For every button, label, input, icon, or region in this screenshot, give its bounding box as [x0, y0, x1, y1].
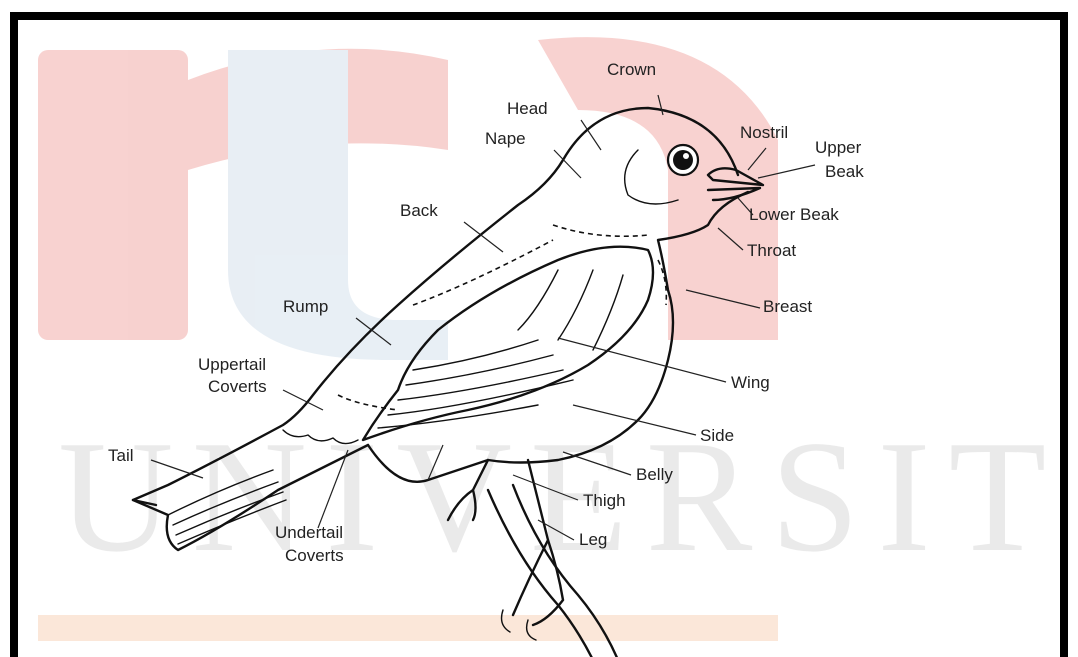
label-side: Side	[700, 426, 734, 445]
label-upper-beak-2: Beak	[825, 162, 864, 181]
label-undertail-1: Undertail	[275, 523, 343, 542]
leader-wing	[558, 338, 726, 382]
label-uppertail-1: Uppertail	[198, 355, 266, 374]
label-leg: Leg	[579, 530, 607, 549]
label-belly: Belly	[636, 465, 673, 484]
watermark-orange-bar	[38, 615, 778, 641]
leader-back	[464, 222, 503, 252]
label-lower-beak: Lower Beak	[749, 205, 839, 224]
label-nostril: Nostril	[740, 123, 788, 142]
eye-pupil	[673, 150, 693, 170]
label-upper-beak-1: Upper	[815, 138, 862, 157]
label-back: Back	[400, 201, 438, 220]
label-throat: Throat	[747, 241, 796, 260]
watermark: UNIVERSITI	[38, 37, 1060, 641]
eye-highlight	[683, 153, 689, 159]
label-rump: Rump	[283, 297, 328, 316]
watermark-red-bar	[38, 50, 188, 340]
nape-dash	[553, 225, 648, 236]
label-wing: Wing	[731, 373, 770, 392]
label-undertail-2: Coverts	[285, 546, 344, 565]
label-tail: Tail	[108, 446, 134, 465]
label-head: Head	[507, 99, 548, 118]
diagram-frame: UNIVERSITI	[10, 12, 1068, 657]
label-crown: Crown	[607, 60, 656, 79]
label-nape: Nape	[485, 129, 526, 148]
label-thigh: Thigh	[583, 491, 626, 510]
leader-head	[581, 120, 601, 150]
breast-dash	[658, 260, 666, 305]
bird-diagram: UNIVERSITI	[18, 20, 1060, 657]
label-uppertail-2: Coverts	[208, 377, 267, 396]
label-breast: Breast	[763, 297, 812, 316]
